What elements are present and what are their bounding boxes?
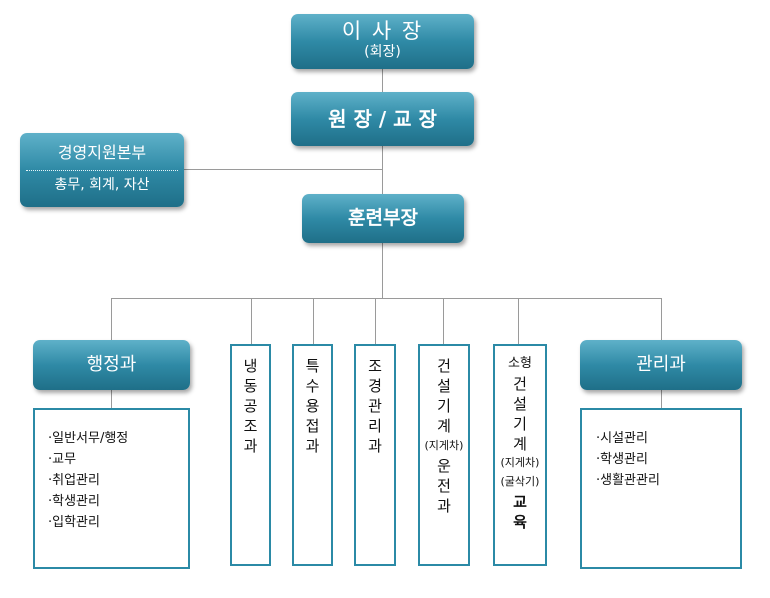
list-item: ·학생관리 [48,494,100,509]
admin-list-box [33,408,190,569]
small-construction-top: 소형 [508,356,532,371]
connector-landscape [375,298,376,344]
president-box: 원 장 / 교 장 [291,92,474,146]
admin-list: ·일반서무/행정 ·교무 ·취업관리 ·학생관리 ·입학관리 [48,428,128,533]
connector-management-list [661,390,662,408]
list-item: ·입학관리 [48,515,100,530]
small-construction-box [493,344,547,566]
management-list-box [580,408,742,569]
president-title: 원 장 / 교 장 [328,107,437,131]
construction-note: (지게차) [424,439,464,452]
connector-admin [111,298,112,340]
list-item: ·학생관리 [596,452,648,467]
cold-dept-label: 냉 동 공 조 과 [243,357,258,455]
chairman-box: 이 사 장 (회장) [291,14,474,69]
training-title: 훈련부장 [348,207,418,229]
connector-training-down [382,243,383,299]
connector-admin-list [111,390,112,408]
connector-construction [443,298,444,344]
training-box: 훈련부장 [302,194,464,243]
chairman-title: 이 사 장 [341,19,424,43]
connector-horizontal-bus [111,298,662,299]
list-item: ·생활관관리 [596,473,660,488]
landscape-dept-label: 조 경 관 리 과 [368,357,382,455]
list-item: ·교무 [48,452,77,467]
management-title: 관리과 [636,354,686,375]
chairman-subtitle: (회장) [364,44,401,60]
connector-cold [251,298,252,344]
list-item: ·일반서무/행정 [48,431,129,446]
connector-management [661,298,662,340]
management-list: ·시설관리 ·학생관리 ·생활관관리 [596,428,660,491]
special-dept-label: 특 수 용 접 과 [305,357,320,455]
support-title: 경영지원본부 [57,143,147,162]
construction-dept-box [418,344,470,566]
connector-special [313,298,314,344]
support-subtitle: 총무, 회계, 자산 [54,177,150,193]
list-item: ·시설관리 [596,431,648,446]
connector-chairman-president [382,69,383,92]
small-construction-label: 소형 건 설 기 계 (지게차) (굴삭기) 교 육 [493,354,547,532]
special-dept-box [292,344,333,566]
connector-small-construction [518,298,519,344]
support-divider [26,170,178,171]
cold-dept-box [230,344,271,566]
small-construction-note1: (지게차) [500,456,540,469]
admin-title: 행정과 [86,354,137,375]
list-item: ·취업관리 [48,473,100,488]
support-box: 경영지원본부 총무, 회계, 자산 [20,133,184,207]
connector-president-training [382,146,383,194]
construction-dept-label: 건 설 기 계 (지게차) 운 전 과 [418,356,470,516]
admin-box: 행정과 [33,340,190,390]
management-box: 관리과 [580,340,742,390]
landscape-dept-box [354,344,396,566]
connector-support-branch [184,169,383,170]
small-construction-note2: (굴삭기) [500,475,540,488]
